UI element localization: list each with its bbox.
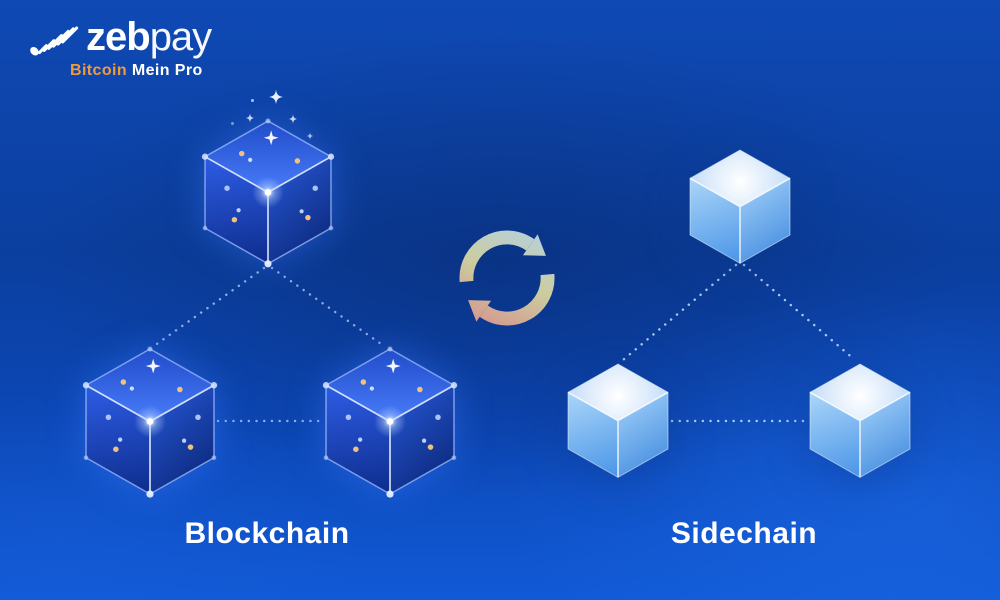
sidechain-label: Sidechain: [670, 517, 818, 550]
sidechain-cube-top: [689, 149, 791, 265]
brand-wordmark: zebpay: [86, 14, 212, 60]
brand-tagline: Bitcoin Mein Pro: [70, 62, 211, 80]
sparkle-icon: [288, 114, 298, 124]
brand-pay: pay: [149, 15, 212, 59]
sparkle-icon: [268, 89, 284, 105]
blockchain-cube-top: [201, 117, 335, 269]
tagline-bitcoin: Bitcoin: [70, 62, 128, 79]
sidechain-cube-bottom-right: [809, 363, 911, 479]
sparkle-dot: [231, 122, 234, 125]
blockchain-label: Blockchain: [184, 517, 350, 550]
zebpay-shuttle-stripes-icon: [30, 26, 79, 56]
tagline-rest: Mein Pro: [131, 62, 203, 79]
sparkle-icon: [245, 113, 255, 123]
sparkle-icon: [306, 132, 314, 140]
sparkle-dot: [251, 99, 254, 102]
brand-zeb: zeb: [86, 15, 151, 59]
sync-exchange-arrows-icon: [459, 230, 555, 326]
blockchain-cube-bottom-left: [81, 345, 219, 499]
zebpay-logo: zebpay Bitcoin Mein Pro: [26, 14, 212, 80]
sidechain-cube-bottom-left: [567, 363, 669, 479]
blockchain-cube-bottom-right: [321, 345, 459, 499]
